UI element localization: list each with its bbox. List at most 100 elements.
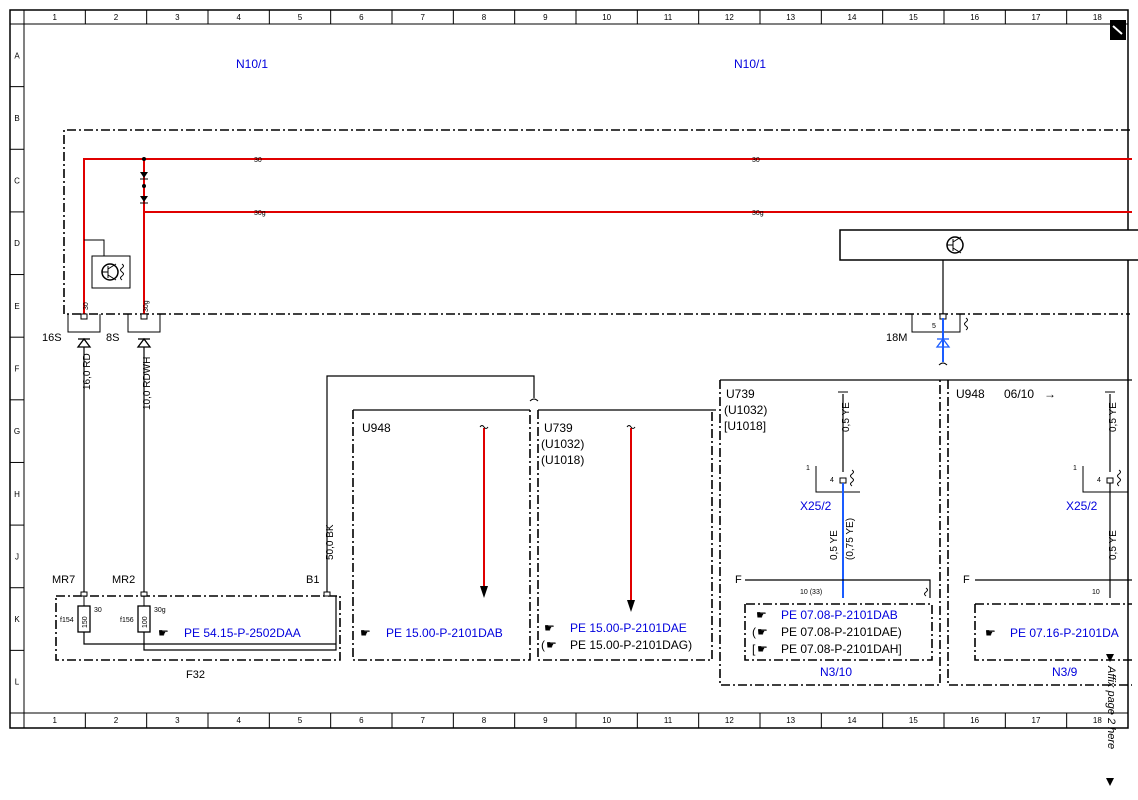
module-box-right: [839, 229, 1138, 261]
transistor-icon: [84, 239, 131, 289]
x25-2-a-label: X25/2: [800, 499, 832, 513]
column-label-bottom: 14: [848, 716, 857, 725]
fuse-150-label: 150: [82, 616, 89, 628]
u948-mid-label: U948: [362, 421, 391, 435]
column-label-top: 9: [543, 13, 548, 22]
hand-pointer-icon: ☛: [757, 625, 768, 639]
pin-30-label: 30: [83, 302, 90, 310]
fuse-30-label: 30: [94, 607, 102, 614]
diode-pair: [140, 157, 148, 204]
ref-open-paren: (: [752, 625, 756, 639]
u739-right-box: [719, 380, 941, 686]
u948-mid-arrow: [480, 586, 488, 598]
ref-n3-10-b-text: PE 07.08-P-2101DAE): [781, 625, 902, 639]
row-label: J: [15, 552, 19, 561]
ref-open-paren: (: [541, 638, 545, 652]
column-label-bottom: 9: [543, 716, 548, 725]
row-label: G: [14, 427, 20, 436]
u948-mid-box: [352, 410, 531, 661]
ref-n3-10-c-text: PE 07.08-P-2101DAH]: [781, 642, 902, 656]
connector-16s-label: 16S: [42, 332, 62, 344]
column-label-bottom: 6: [359, 716, 364, 725]
pin-1b-label: 1: [1073, 465, 1077, 472]
column-label-top: 3: [175, 13, 180, 22]
n3-10-label: N3/10: [820, 665, 852, 679]
b1-terminal: [323, 591, 331, 597]
row-label: H: [14, 490, 20, 499]
u739-mid-box: [537, 410, 713, 661]
u948-right-box: [947, 380, 1132, 686]
wire-16rd-label: 16,0 RD: [82, 353, 93, 390]
column-label-bottom: 3: [175, 716, 180, 725]
u1032-mid-label: (U1032): [541, 437, 584, 451]
u739-right-label: U739: [726, 387, 755, 401]
column-label-bottom: 15: [909, 716, 918, 725]
ref-u739-mid-a-text: PE 15.00-P-2101DAE: [570, 621, 687, 635]
u739-mid-label: U739: [544, 421, 573, 435]
row-label: L: [15, 678, 20, 687]
row-label: E: [14, 302, 19, 311]
f154-label: f154: [60, 617, 74, 624]
pin-4b-label: 4: [1097, 477, 1101, 484]
u1032-right-label: (U1032): [724, 403, 767, 417]
wire-50bk-label: 50,0 BK: [325, 524, 336, 560]
column-label-top: 18: [1093, 13, 1102, 22]
f32-box: [55, 595, 341, 661]
hand-pointer-icon: ☛: [757, 642, 768, 656]
pin-4a-label: 4: [830, 477, 834, 484]
column-label-bottom: 1: [52, 716, 57, 725]
ref-u948-mid-text: PE 15.00-P-2101DAB: [386, 626, 503, 640]
connector-8s: [127, 313, 161, 348]
pin-10-33-label: 10 (33): [800, 589, 822, 596]
column-label-top: 16: [970, 13, 979, 22]
column-label-bottom: 8: [482, 716, 487, 725]
wire-05ye-d-label: 0,5 YE: [1108, 530, 1119, 560]
column-label-top: 13: [786, 13, 795, 22]
ref-n3-9-text: PE 07.16-P-2101DA: [1010, 626, 1119, 640]
affix-note: Affix page 2 here: [1105, 654, 1117, 786]
column-label-bottom: 10: [602, 716, 611, 725]
f-b-label: F: [963, 574, 970, 586]
arrow-right-icon: →: [1044, 387, 1056, 401]
ref-u739-mid-b-text: PE 15.00-P-2101DAG): [570, 638, 692, 652]
column-label-bottom: 16: [970, 716, 979, 725]
hand-pointer-icon: ☛: [756, 608, 767, 622]
column-label-top: 4: [236, 13, 241, 22]
hand-pointer-icon: ☛: [360, 626, 371, 640]
column-label-bottom: 13: [786, 716, 795, 725]
row-label: C: [14, 177, 20, 186]
column-label-top: 7: [420, 13, 425, 22]
u948-right-label: U948: [956, 387, 985, 401]
hand-pointer-icon: ☛: [544, 621, 555, 635]
ref-f32: ☛ PE 54.15-P-2502DAA: [158, 626, 301, 640]
wire-break-icon: [626, 425, 636, 429]
connector-18m-label: 18M: [886, 332, 907, 344]
column-label-bottom: 18: [1093, 716, 1102, 725]
connector-18m: [911, 313, 968, 348]
pin-30g-label: 30g: [143, 300, 150, 312]
wire-075ye-label: (0,75 YE): [845, 518, 856, 560]
ref-n3-10-c: [ ☛ PE 07.08-P-2101DAH]: [752, 642, 902, 656]
column-label-top: 14: [848, 13, 857, 22]
f156-label: f156: [120, 617, 134, 624]
n3-9-box: [974, 603, 1132, 661]
column-label-top: 17: [1032, 13, 1041, 22]
b1-label: B1: [306, 574, 319, 586]
wire-30g-label-right: 30g: [752, 210, 764, 217]
wire-05ye-a-label: 0,5 YE: [841, 402, 852, 432]
n10-1-box: [63, 129, 1130, 315]
ref-f32-text: PE 54.15-P-2502DAA: [184, 626, 301, 640]
wire-break-right: [938, 362, 948, 366]
wire-30g-label-left: 30g: [254, 210, 266, 217]
ref-n3-9: ☛ PE 07.16-P-2101DA: [985, 626, 1119, 640]
wire-05ye-c-label: 0,5 YE: [1108, 402, 1119, 432]
column-label-top: 10: [602, 13, 611, 22]
wire-30-label-left: 30: [254, 157, 262, 164]
hand-pointer-icon: ☛: [158, 626, 169, 640]
wire-30g: [143, 211, 1132, 314]
drawing-frame: [9, 9, 1129, 729]
n3-10-connector: [745, 579, 931, 598]
ref-u739-mid-a: ☛ PE 15.00-P-2101DAE: [544, 621, 687, 635]
